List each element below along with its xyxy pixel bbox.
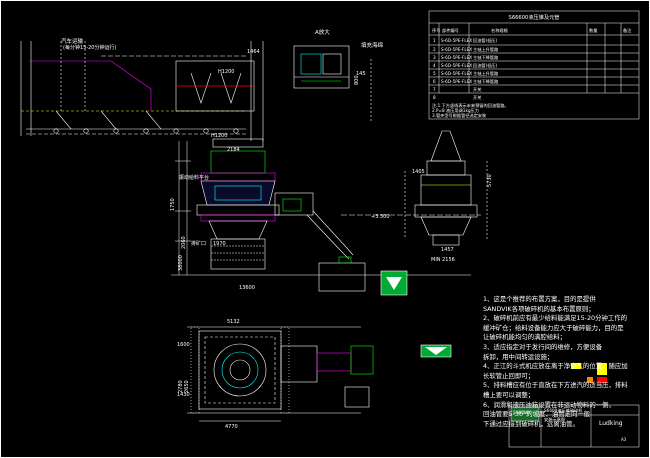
dim-1430: 1430 bbox=[177, 392, 190, 398]
note-line: 1、这是个推荐的布置方案，目的是提供 bbox=[483, 295, 596, 303]
table-row-5-code: S-6D-5PE-FLEX bbox=[441, 79, 472, 84]
table-row-4-name: 主轴上升管路 bbox=[473, 70, 499, 77]
title-code: A3 bbox=[621, 437, 627, 442]
table-header-4: 备注 bbox=[623, 27, 632, 34]
title-company: Ludking bbox=[599, 420, 623, 427]
table-title: S66600液压锥及元管 bbox=[509, 13, 560, 21]
note-line: 下通过应接到破碎机，远离油管。 bbox=[483, 419, 579, 428]
title-logo: SANDVIK bbox=[513, 410, 531, 415]
note-line: 6、润滑和液压油箱设置在非运动物料的一侧， bbox=[483, 400, 615, 409]
label-a-magnify: A放大 bbox=[315, 28, 330, 36]
note-line: 缓冲矿仓；给料设备能力应大于破碎能力，目的是 bbox=[483, 323, 624, 332]
dim-h1200-b: H1200 bbox=[211, 133, 227, 139]
table-row-3-name: 回油管(低压) bbox=[473, 62, 498, 69]
label-note-top-left-sub: (每分钟15-20分钟运行) bbox=[63, 44, 116, 51]
note-line: 3、适应指定对于发行间的维修，方便设备 bbox=[483, 342, 603, 351]
yellow-swatch bbox=[597, 363, 607, 375]
dim-3500: +3.500 bbox=[371, 214, 390, 220]
dim-1750: 1750 bbox=[170, 198, 176, 211]
dim-800: 800 bbox=[354, 75, 360, 85]
title-row1: S6600液压锥破碎机 bbox=[544, 407, 583, 414]
label-conveyor: 振动给料平台 bbox=[179, 174, 209, 181]
table-row-2-code: S-6D-5PE-FLEX bbox=[441, 55, 472, 60]
table-note-2: 2.P=8 液压用调1kg压力 bbox=[432, 107, 479, 114]
table-note-3: 3.管夹型号根据管径选定安装 bbox=[432, 112, 487, 119]
table-row-7-no: 8 bbox=[433, 95, 436, 100]
table-row-0-no: 1 bbox=[433, 38, 436, 43]
green-target-symbol bbox=[380, 270, 408, 296]
note-line: SANDVIK各项破碎机的基本布置原则； bbox=[483, 304, 595, 313]
note-line: 槽上要可以调整； bbox=[483, 390, 535, 399]
label-note-top-left: 汽车运输 bbox=[61, 37, 84, 45]
table-row-3-code: S-6D-5PE-FLEX bbox=[441, 63, 472, 68]
table-row-5-no: 6 bbox=[433, 79, 436, 84]
table-row-6-name: 开关 bbox=[473, 86, 481, 93]
label-fill-rubber: 填充海绵 bbox=[361, 41, 384, 49]
table-row-0-name: 回油管(低压) bbox=[473, 37, 498, 44]
table-row-4-code: S-6D-5PE-FLEX bbox=[441, 71, 472, 76]
note-line: 4、正江的斗式机应放在离于净空气的位置，随应加 bbox=[483, 362, 628, 371]
cone-crusher-right bbox=[404, 130, 488, 246]
plan-view bbox=[187, 326, 374, 422]
dim-38000: 38000 bbox=[178, 255, 184, 271]
table-row-1-no: 2 bbox=[433, 47, 436, 52]
dim-1600: 1600 bbox=[177, 342, 190, 348]
yellow-swatch-small bbox=[571, 363, 581, 369]
table-header-3: 数量 bbox=[589, 27, 597, 34]
table-row-6-no: 7 bbox=[433, 87, 436, 92]
table-row-7-name: 开关 bbox=[473, 94, 481, 101]
green-plan-symbol bbox=[420, 344, 452, 358]
dim-5730: 5730 bbox=[487, 174, 493, 187]
upper-structure bbox=[20, 41, 255, 136]
table-header-2: 名称规格 bbox=[491, 27, 509, 34]
vertical-pipe-right bbox=[250, 41, 372, 141]
note-line: 5、排料槽应有位于直放在下方进汽的适当压，排料 bbox=[483, 381, 628, 390]
dim-1457: 1457 bbox=[441, 247, 454, 253]
dim-1970: 1970 bbox=[213, 241, 226, 247]
dim-2184: 2184 bbox=[227, 147, 240, 153]
title-row2: 安装示意图 bbox=[544, 416, 565, 423]
note-line: 长软管止回即可； bbox=[483, 371, 535, 380]
dim-13600: 13600 bbox=[239, 285, 255, 291]
dim-h1200-a: H1200 bbox=[218, 69, 234, 75]
label-outlet: 排矿口 bbox=[191, 240, 206, 247]
dim-2060: 2060 bbox=[181, 236, 187, 249]
spec-table bbox=[428, 10, 640, 120]
table-header-1: 部件编号 bbox=[442, 27, 459, 34]
table-row-0-code: S-6D-5PE-FLEX bbox=[441, 38, 472, 43]
note-line: 2、破碎机前应有最少给料能满足15-20分钟工作的 bbox=[483, 314, 628, 323]
orange-swatch bbox=[587, 377, 593, 383]
dim-5132: 5132 bbox=[227, 319, 240, 325]
table-note-1: 注:1.下方虚线表示未来预留的回油管路。 bbox=[432, 102, 509, 109]
table-row-3-no: 4 bbox=[433, 63, 436, 68]
design-notes: 1、这是个推荐的布置方案，目的是提供 SANDVIK各项破碎机的基本布置原则； … bbox=[483, 295, 643, 429]
crusher-elevation bbox=[171, 138, 481, 292]
dim-2780: 2780 bbox=[178, 380, 184, 393]
dim-1464: 1464 bbox=[247, 49, 260, 55]
red-swatch bbox=[597, 377, 607, 383]
table-row-2-no: 3 bbox=[433, 55, 436, 60]
title-block bbox=[508, 404, 640, 448]
table-row-2-name: 主轴下降管路 bbox=[473, 54, 499, 61]
dim-4770: 4770 bbox=[225, 424, 238, 430]
detail-a-enlarged bbox=[293, 45, 350, 89]
dim-min2156: MIN 2156 bbox=[431, 257, 455, 263]
note-line: 让破碎机能均匀的满腔给料； bbox=[483, 333, 567, 342]
table-header-0: 序号 bbox=[432, 27, 440, 34]
note-line: 回油管要5-30°的坡度，油管走向一般 bbox=[483, 410, 591, 419]
table-row-5-name: 主轴下降管路 bbox=[473, 78, 499, 85]
note-line: 拆卸，用中间转运设施； bbox=[483, 352, 554, 361]
dim-2650: 2650 bbox=[184, 380, 190, 393]
table-row-1-name: 主轴上升管路 bbox=[473, 46, 499, 53]
dim-145: 145 bbox=[356, 71, 366, 77]
table-row-4-no: 5 bbox=[433, 71, 436, 76]
dim-chain-left bbox=[175, 141, 191, 275]
dim-1405: 1405 bbox=[412, 169, 425, 175]
table-row-1-code: S-6D-5PE-FLEX bbox=[441, 47, 472, 52]
